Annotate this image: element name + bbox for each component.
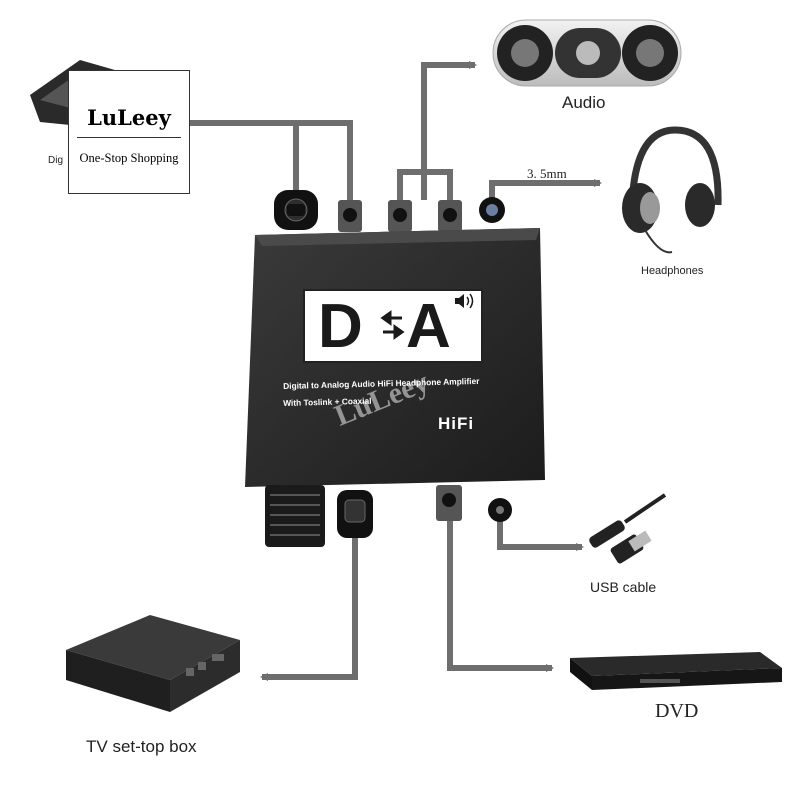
dvd-player-device — [570, 652, 782, 690]
brand-badge: LuLeey One-Stop Shopping — [68, 70, 190, 194]
dac-logo-d: D — [318, 292, 363, 361]
jack-size-label: 3. 5mm — [527, 166, 567, 181]
brand-name: LuLeey — [87, 105, 171, 130]
usb-cable-label: USB cable — [590, 579, 657, 595]
headphones-label: Headphones — [641, 265, 704, 277]
tv-set-top-box-label: TV set-top box — [86, 737, 197, 756]
usb-cable-device — [589, 493, 667, 564]
speaker-sound-icon — [455, 293, 474, 309]
dac-converter-device — [245, 190, 545, 547]
headphones-device — [622, 126, 722, 254]
dac-hifi-label: HiFi — [438, 414, 475, 433]
connection-lines — [190, 61, 602, 681]
dvd-label: DVD — [655, 700, 699, 722]
audio-label: Audio — [562, 93, 606, 112]
dac-logo-a: A — [406, 292, 451, 361]
tv-set-top-box-device — [66, 615, 240, 712]
brand-tagline: One-Stop Shopping — [79, 151, 179, 165]
speaker-device — [492, 19, 682, 87]
brand-divider — [77, 137, 181, 138]
digital-device-label: Dig — [48, 155, 64, 166]
